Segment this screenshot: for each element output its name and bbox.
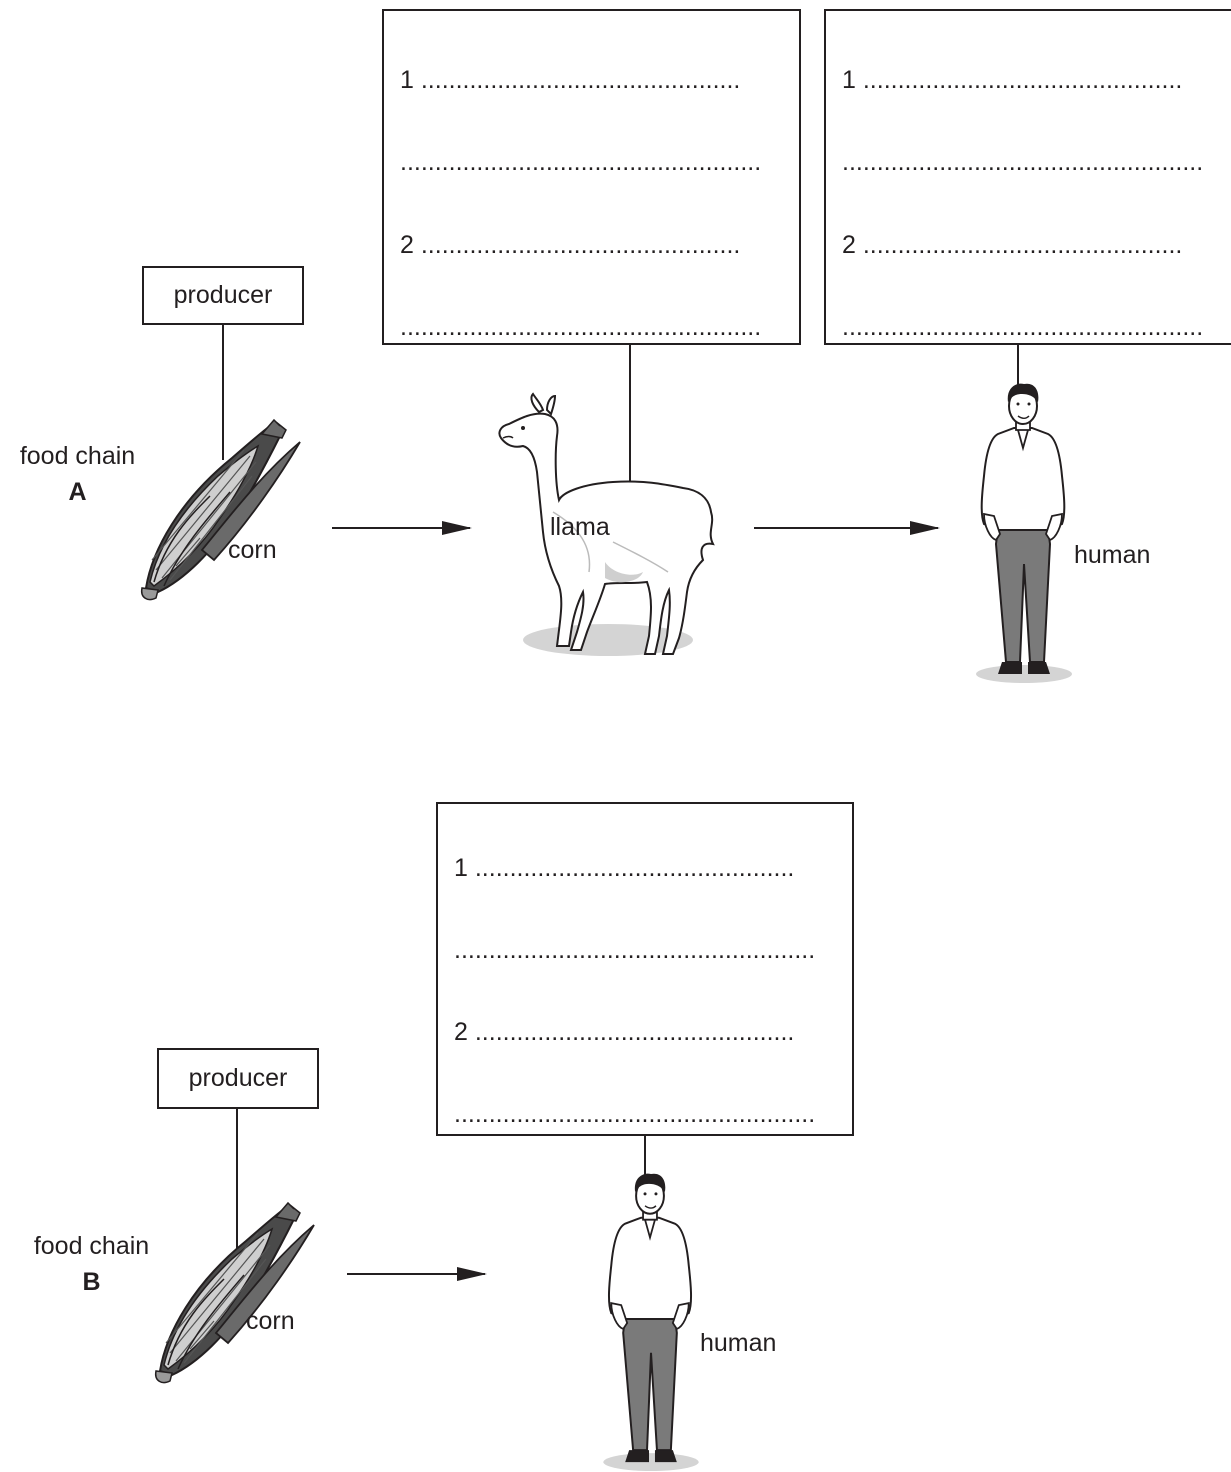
answer-line-3[interactable]: 2 ......................................… [454,1020,795,1045]
corn-label-a: corn [228,536,277,564]
corn-icon [154,1202,315,1384]
answer-line-2[interactable]: ........................................… [842,150,1204,175]
human-box-b-connector [644,1136,646,1178]
answer-line-1[interactable]: 1 ......................................… [454,856,795,881]
producer-label-b: producer [188,1064,288,1092]
human-icon [975,382,1073,684]
llama-icon [498,392,715,656]
answer-box-human-a: 1 ......................................… [824,9,1231,345]
producer-label-box-a: producer [142,266,304,325]
producer-connector-a [222,325,224,460]
arrow-icon [332,521,472,535]
producer-label-a: producer [173,281,273,309]
answer-line-4[interactable]: ........................................… [454,1102,816,1127]
producer-connector-b [236,1109,238,1249]
llama-label: llama [550,513,610,541]
human-icon [602,1172,700,1472]
human-box-a-connector [1017,345,1019,387]
corn-label-b: corn [246,1307,295,1335]
answer-line-3[interactable]: 2 ......................................… [400,233,741,258]
answer-box-llama: 1 ......................................… [382,9,801,345]
answer-line-4[interactable]: ........................................… [400,315,762,340]
food-chain-b-label: food chain [33,1232,150,1260]
arrow-icon [347,1267,487,1281]
answer-line-1[interactable]: 1 ......................................… [842,68,1183,93]
answer-line-2[interactable]: ........................................… [454,938,816,963]
producer-label-box-b: producer [157,1048,319,1109]
arrow-icon [754,521,940,535]
llama-box-connector [629,345,631,485]
answer-line-2[interactable]: ........................................… [400,150,762,175]
answer-line-3[interactable]: 2 ......................................… [842,233,1183,258]
human-label-b: human [700,1329,777,1357]
answer-box-human-b: 1 ......................................… [436,802,854,1136]
answer-line-1[interactable]: 1 ......................................… [400,68,741,93]
food-chain-a-letter: A [68,478,87,506]
food-chain-a-label: food chain [19,442,136,470]
human-label-a: human [1074,541,1151,569]
answer-line-4[interactable]: ........................................… [842,315,1204,340]
food-chain-b-letter: B [82,1268,101,1296]
corn-icon [140,419,301,601]
